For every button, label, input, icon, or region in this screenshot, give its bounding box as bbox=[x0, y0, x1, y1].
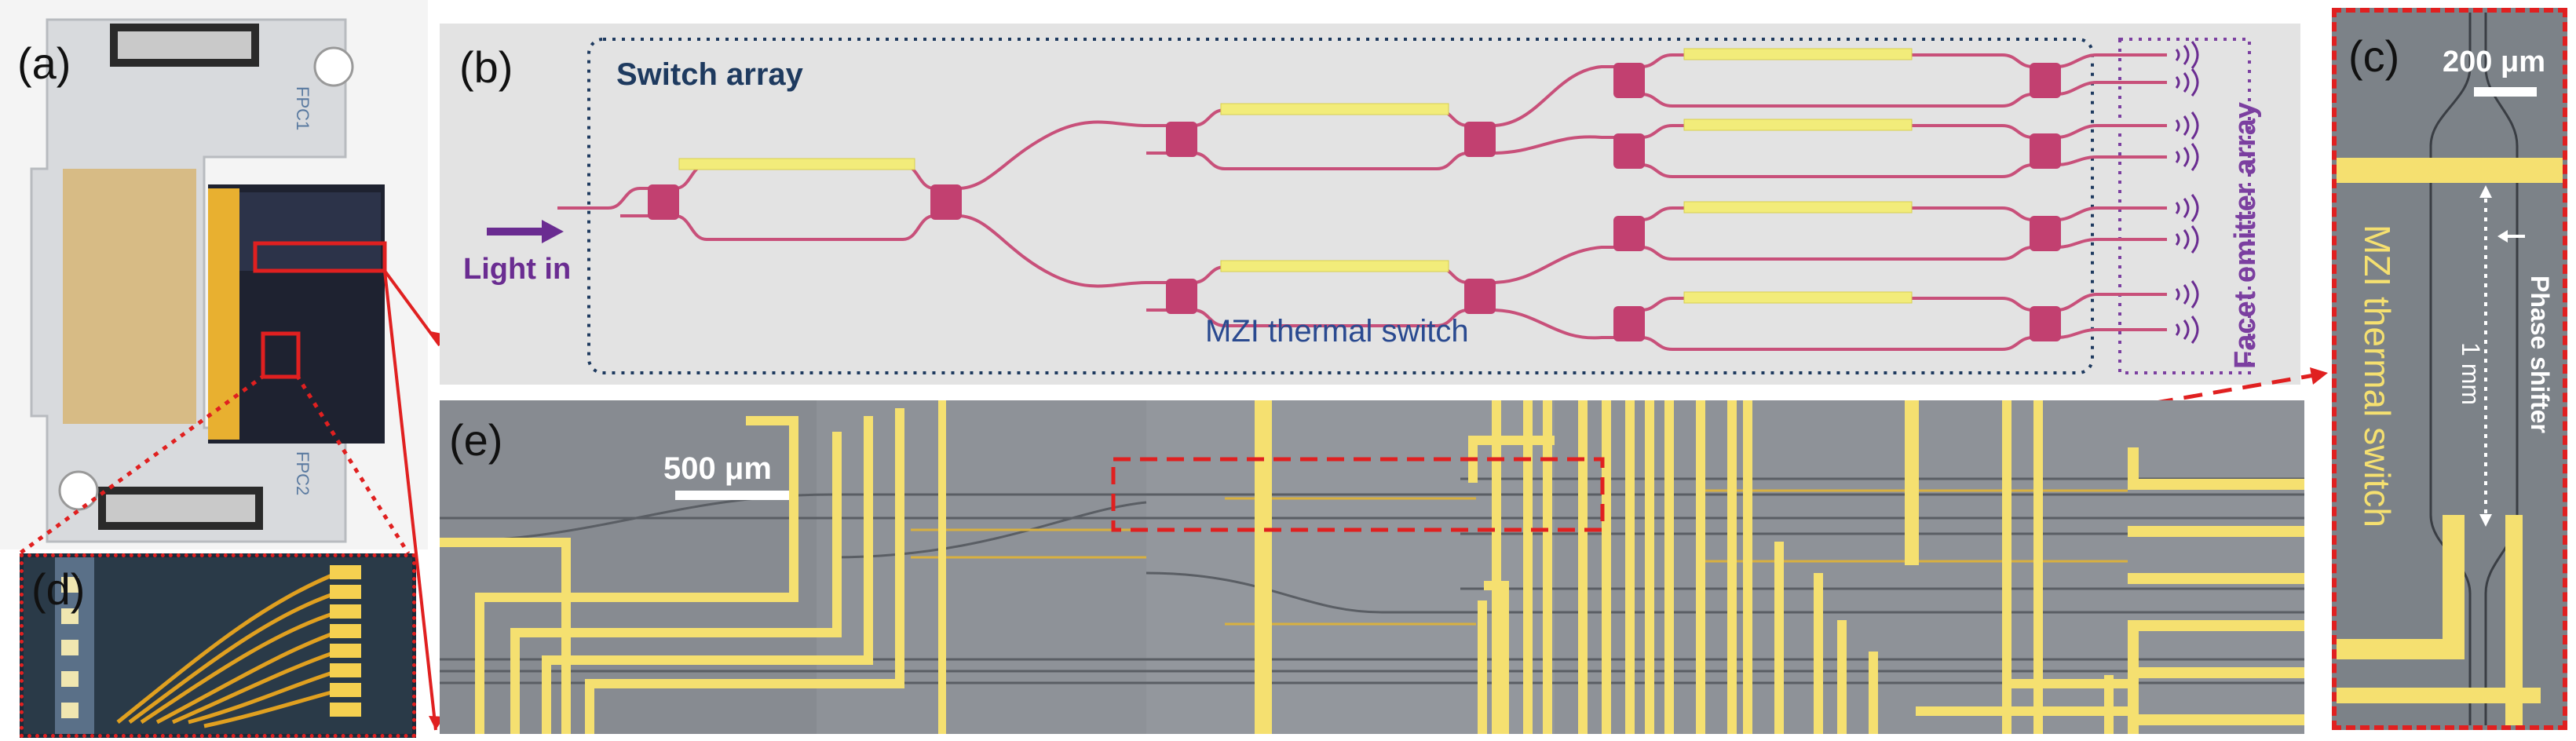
panel-a-label: (a) bbox=[17, 38, 71, 88]
phase-shifter-label: Phase shifter bbox=[2526, 276, 2554, 433]
light-in-label: Light in bbox=[463, 253, 571, 286]
panel-a: FPC1 FPC2 (a) bbox=[0, 0, 428, 549]
panel-d: (d) bbox=[20, 553, 416, 738]
facet-emitter-label: Facet emitter array bbox=[2229, 102, 2262, 369]
facet-emitter-box bbox=[2118, 38, 2251, 374]
fpc1-label: FPC1 bbox=[293, 86, 312, 130]
light-in-arrow bbox=[487, 220, 564, 243]
panel-e-label: (e) bbox=[449, 415, 502, 465]
panel-c-micrograph: 200 μm (c) MZI thermal switch Phase shif… bbox=[2337, 13, 2563, 725]
emitters bbox=[2175, 41, 2199, 344]
mzi-switch-label-c: MZI thermal switch bbox=[2357, 224, 2398, 527]
connector-a-d bbox=[18, 373, 411, 556]
panel-e-micrograph: 500 μm (e) bbox=[440, 400, 2304, 734]
panel-e: 500 μm (e) bbox=[440, 400, 2304, 734]
zoom-box-c bbox=[1111, 457, 1605, 532]
panel-d-label: (d) bbox=[31, 564, 85, 614]
panel-b-label: (b) bbox=[459, 42, 513, 92]
panel-b-diagram: (b) Switch array Light in MZI thermal sw… bbox=[459, 38, 2262, 374]
scale-label-c: 200 μm bbox=[2443, 46, 2545, 78]
switch-array-box bbox=[587, 38, 2094, 374]
switch-array-title: Switch array bbox=[616, 57, 804, 92]
scale-bar-c bbox=[2474, 87, 2537, 97]
scale-label-e: 500 μm bbox=[663, 451, 772, 486]
fpc2-label: FPC2 bbox=[293, 451, 312, 495]
electrodes bbox=[440, 400, 2304, 734]
length-label: 1 mm bbox=[2457, 342, 2485, 405]
zoom-box-e bbox=[253, 241, 387, 273]
panel-a-photo: FPC1 FPC2 (a) bbox=[17, 18, 387, 543]
couplers bbox=[648, 63, 2061, 341]
connector-e-c bbox=[1624, 367, 2329, 497]
zoom-box-d bbox=[261, 331, 301, 379]
panel-b: (b) Switch array Light in MZI thermal sw… bbox=[440, 24, 2300, 385]
mzi-switch-label: MZI thermal switch bbox=[1205, 314, 1469, 349]
panel-c-label: (c) bbox=[2348, 31, 2399, 81]
heaters bbox=[678, 48, 1913, 304]
scale-bar-e bbox=[675, 491, 789, 500]
panel-c: 200 μm (c) MZI thermal switch Phase shif… bbox=[2332, 8, 2567, 730]
panel-d-photo: (d) bbox=[24, 557, 412, 734]
